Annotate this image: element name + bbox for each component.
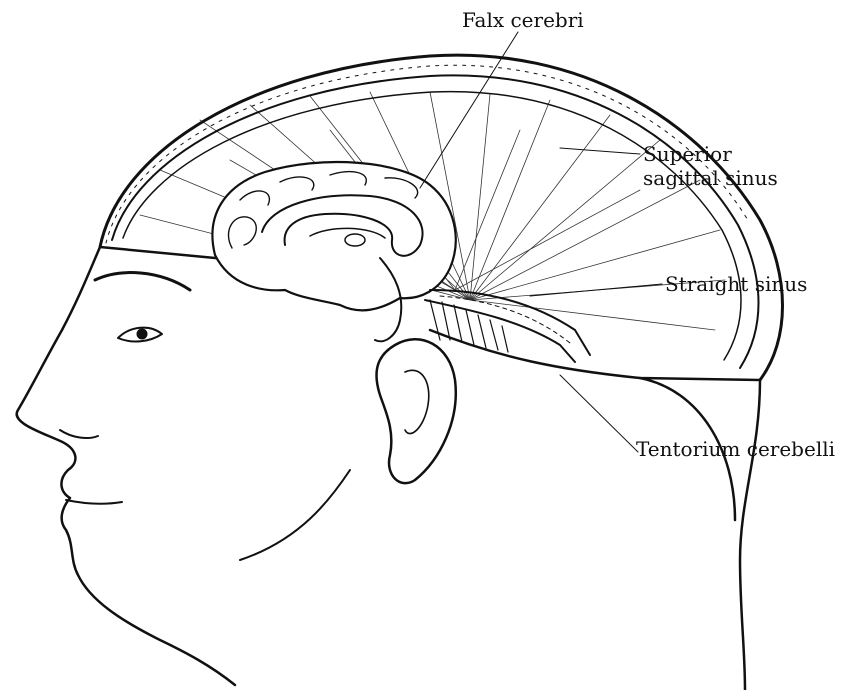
lips <box>66 500 122 504</box>
cut-plane-edge-rear <box>430 330 760 380</box>
label-sss-line2: sagittal sinus <box>643 166 778 190</box>
label-superior-sagittal-sinus: Superior sagittal sinus <box>643 142 778 190</box>
label-straight-sinus: Straight sinus <box>665 272 807 296</box>
ear <box>376 339 455 483</box>
face-profile <box>17 247 235 685</box>
nostril <box>60 430 98 438</box>
leader-straight <box>530 284 662 296</box>
eye-pupil <box>137 329 147 339</box>
brain-outline <box>212 162 455 310</box>
label-tentorium-cerebelli: Tentorium cerebelli <box>636 437 835 461</box>
label-sss-line1: Superior <box>643 142 778 166</box>
ear-inner <box>405 370 429 433</box>
leader-tentorium <box>560 375 638 452</box>
label-falx-cerebri: Falx cerebri <box>462 8 584 32</box>
jaw-line <box>240 470 350 560</box>
leader-sss <box>560 148 640 154</box>
neck-back <box>740 380 760 690</box>
eyebrow <box>95 273 190 290</box>
